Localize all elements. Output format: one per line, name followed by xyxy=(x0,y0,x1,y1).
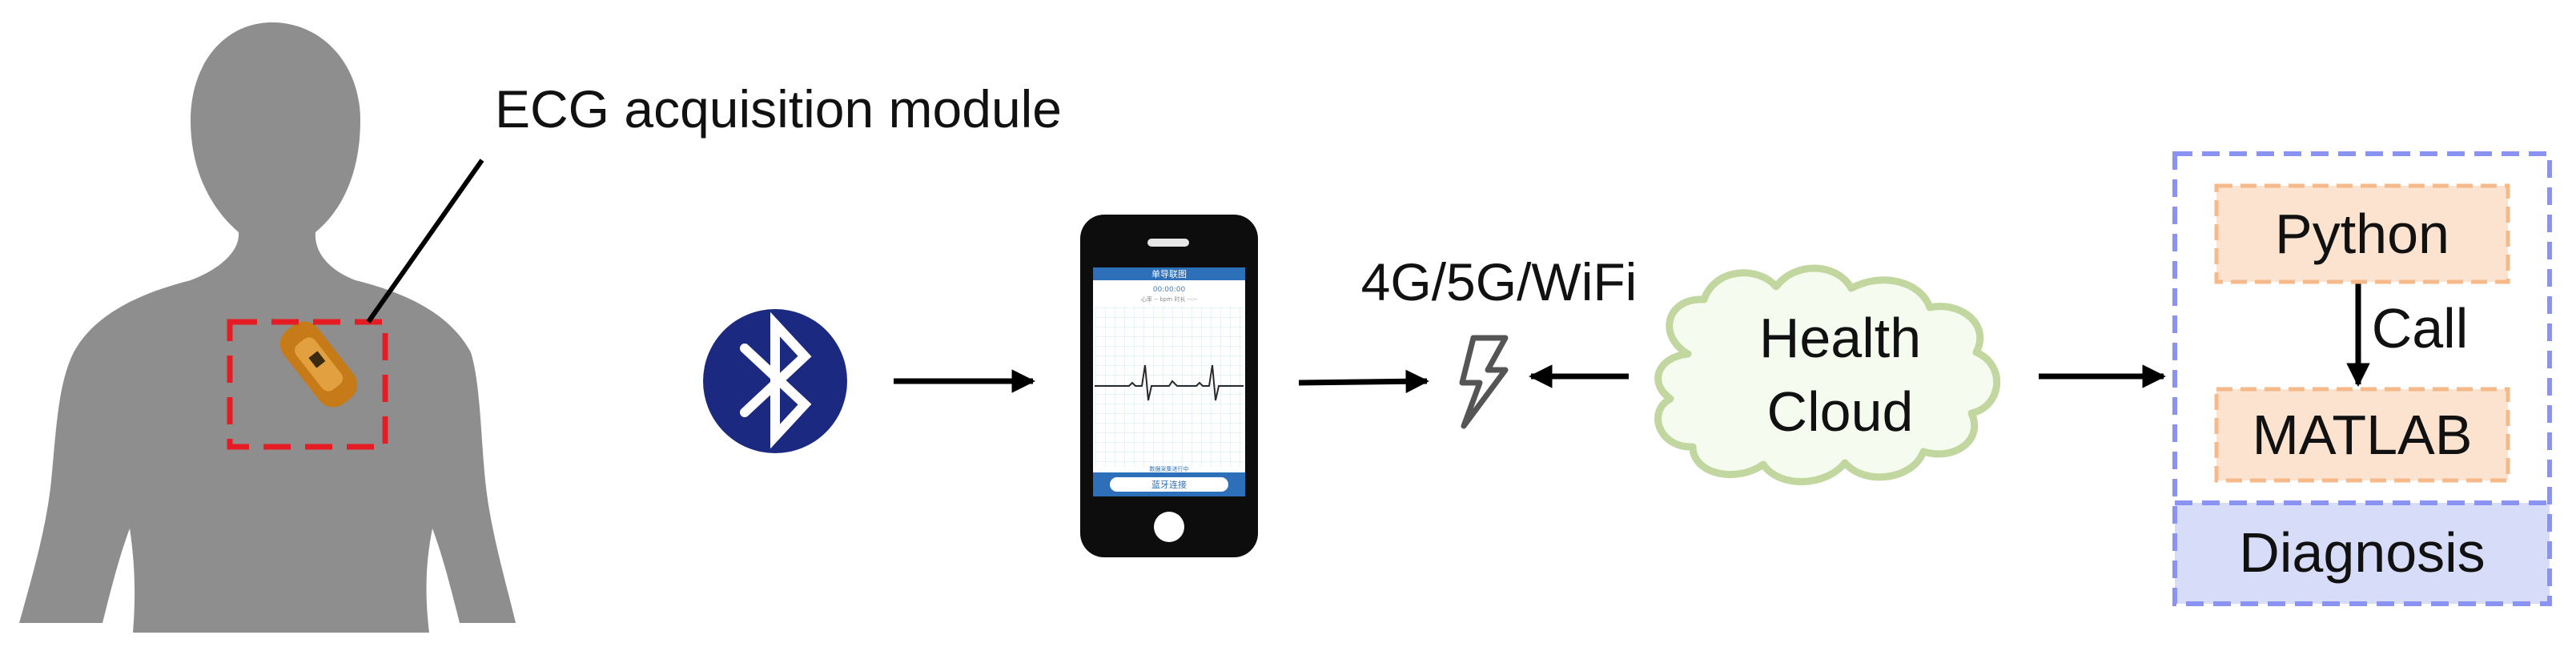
phone-info: 心率 -- bpm 时长 --:-- xyxy=(1141,295,1198,303)
module-pointer-line xyxy=(366,159,484,323)
phone-connect-button[interactable]: 蓝牙连接 xyxy=(1151,480,1187,490)
phone-hint: 数据采集进行中 xyxy=(1150,465,1189,472)
smartphone xyxy=(1080,215,1258,557)
ecg-sensor-patch xyxy=(279,321,358,408)
matlab-box xyxy=(2214,387,2510,483)
diagnosis-label: Diagnosis xyxy=(2239,521,2486,584)
python-label: Python xyxy=(2275,203,2449,265)
network-label: 4G/5G/WiFi xyxy=(1360,252,1638,311)
cloud-icon xyxy=(1654,264,2000,485)
python-box xyxy=(2214,183,2510,284)
arrow-phone-to-network xyxy=(1298,369,1429,394)
cloud-label: Health Cloud xyxy=(1758,307,1922,443)
analysis-panel xyxy=(2172,151,2552,606)
matlab-label: MATLAB xyxy=(2252,404,2473,466)
bluetooth-icon xyxy=(703,309,847,453)
sensor-highlight-box xyxy=(227,319,388,450)
phone-app-title: 单导联图 xyxy=(1151,269,1187,279)
diagnosis-section xyxy=(2175,503,2550,604)
phone-subtitle: 00:00:00 xyxy=(1153,286,1186,294)
human-silhouette xyxy=(19,22,516,633)
call-label: Call xyxy=(2371,297,2469,360)
module-label: ECG acquisition module xyxy=(495,79,1063,139)
ecg-trace xyxy=(1095,364,1244,401)
lightning-icon xyxy=(1459,335,1509,429)
